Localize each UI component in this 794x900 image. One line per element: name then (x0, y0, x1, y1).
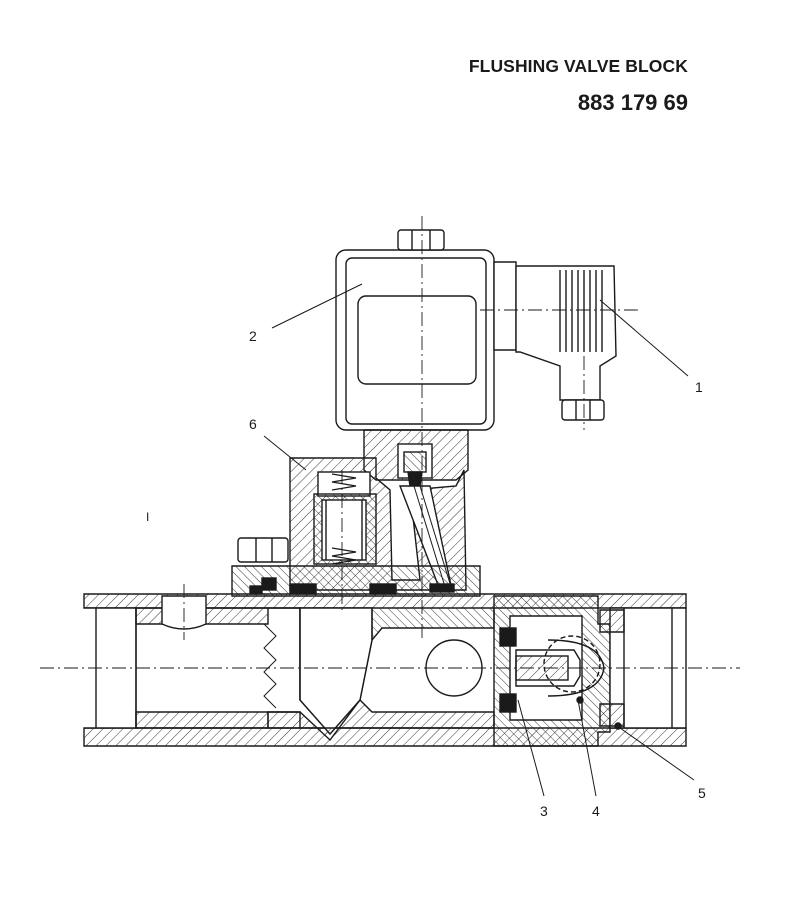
section-mark: I (146, 510, 149, 524)
callout-1: 1 (695, 379, 703, 395)
armature-nut (363, 429, 469, 487)
pilot-spring (331, 473, 357, 565)
callout-4: 4 (592, 803, 600, 819)
inlet-thread (263, 623, 277, 709)
callout-5: 5 (698, 785, 706, 801)
callout-3: 3 (540, 803, 548, 819)
solenoid-coil (335, 249, 495, 431)
connector-plug (493, 261, 617, 421)
connector-grip-ribs (559, 270, 603, 352)
part-number: 883 179 69 (577, 90, 688, 115)
leader-lines (263, 283, 695, 797)
callout-6: 6 (249, 416, 257, 432)
drawing-title: FLUSHING VALVE BLOCK (468, 56, 688, 76)
callout-2: 2 (249, 328, 257, 344)
main-valve-body (83, 593, 687, 747)
coil-top-nut (397, 229, 445, 251)
bonnet-screw (237, 537, 289, 563)
diaphragm-flange (231, 565, 481, 597)
center-lines (40, 216, 740, 669)
